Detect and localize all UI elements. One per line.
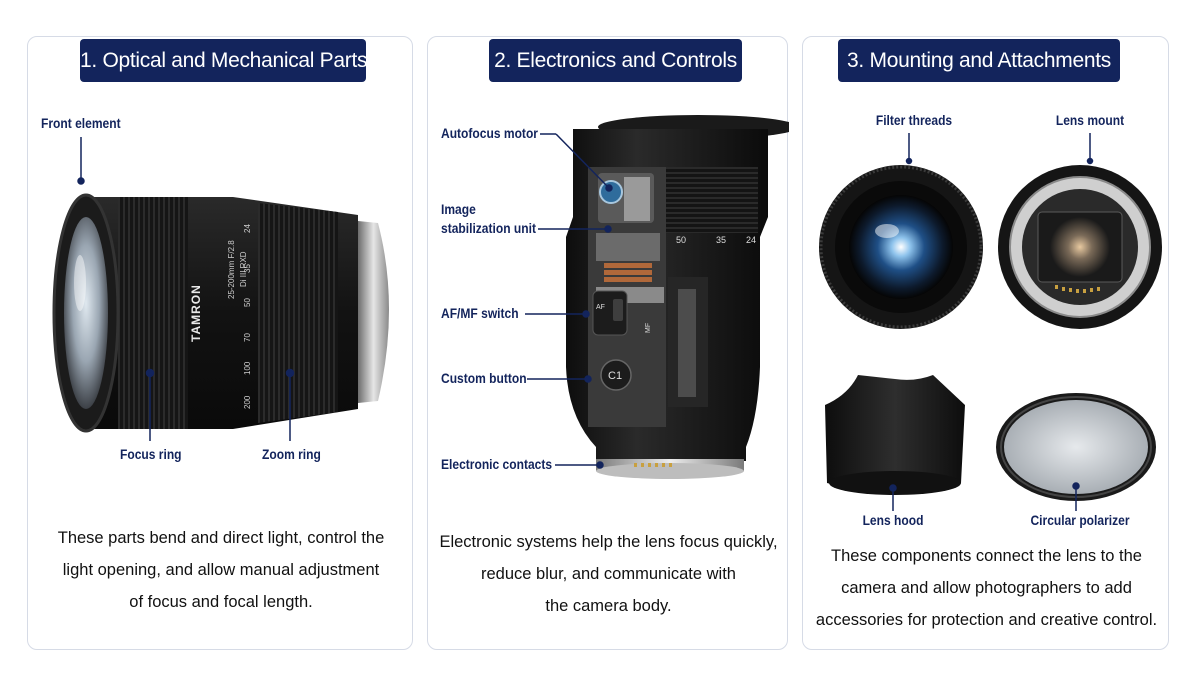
attachments-illustration	[819, 133, 1162, 511]
autofocus-motor-glass	[599, 180, 623, 204]
panel-title: 1. Optical and Mechanical Parts	[80, 39, 367, 82]
panel-description: Electronic systems help the lens focus q…	[428, 526, 789, 622]
description-line: camera and allow photographers to add	[841, 579, 1132, 597]
label-lens-mount: Lens mount	[1055, 112, 1125, 128]
panel-optical-mechanical: 1. Optical and Mechanical Parts	[27, 36, 413, 650]
description-line: These parts bend and direct light, contr…	[57, 529, 385, 547]
panel-description: These parts bend and direct light, contr…	[28, 522, 414, 618]
label-front-element: Front element	[41, 115, 121, 131]
rear-mount	[358, 221, 389, 403]
label-image-stabilization-line1: Image	[441, 201, 476, 217]
focal-scale-mark: 50	[243, 298, 252, 307]
zoom-lens-illustration: TAMRON 25-200mm F/2.8 Di III RXD 24 35 5…	[52, 137, 389, 441]
description-line: Electronic systems help the lens focus q…	[439, 533, 778, 551]
focal-scale-mark: 50	[676, 235, 686, 245]
focal-scale: 50 35 24	[676, 235, 756, 245]
description-line: accessories for protection and creative …	[815, 611, 1158, 629]
label-autofocus-motor: Autofocus motor	[441, 125, 538, 141]
description-line: These components connect the lens to the	[831, 547, 1142, 565]
description-line: of focus and focal length.	[129, 593, 313, 611]
label-zoom-ring: Zoom ring	[262, 446, 321, 462]
front-lens-filter-threads	[819, 165, 983, 329]
panel-mounting-attachments: 3. Mounting and Attachments	[802, 36, 1169, 650]
mount-contacts	[1055, 285, 1100, 293]
lens-hood	[825, 375, 965, 495]
rear-lens-mount	[998, 165, 1162, 329]
focal-scale-mark: 35	[243, 264, 252, 273]
stabilization-coils	[604, 263, 652, 282]
description-line: the camera body.	[545, 597, 672, 615]
lens-model-text: 25-200mm F/2.8	[227, 240, 236, 299]
label-circular-polarizer: Circular polarizer	[1030, 512, 1130, 528]
front-element-glass	[64, 217, 108, 409]
focal-scale-mark: 200	[243, 395, 252, 409]
focal-scale-mark: 35	[716, 235, 726, 245]
label-image-stabilization-line2: stabilization unit	[441, 220, 536, 236]
callout-lines	[525, 133, 613, 469]
focal-scale-mark: 24	[243, 224, 252, 233]
switch-af-text: AF	[596, 304, 605, 311]
description-line: reduce blur, and communicate with	[481, 565, 736, 583]
description-line: light opening, and allow manual adjustme…	[62, 561, 380, 579]
callout-lines	[889, 133, 1094, 511]
focal-scale-mark: 100	[243, 361, 252, 375]
focal-scale-mark: 24	[746, 235, 756, 245]
custom-button	[600, 359, 632, 391]
switch-mf-text: MF	[645, 323, 652, 333]
cutaway-lens-illustration: 50 35 24 AF MF C1	[525, 115, 789, 479]
label-af-mf-switch: AF/MF switch	[441, 305, 519, 321]
label-lens-hood: Lens hood	[862, 512, 924, 528]
focus-ring-grip	[118, 197, 188, 429]
zoom-ring-grip	[666, 167, 758, 233]
zoom-ring-grip	[258, 203, 338, 423]
callout-lines	[77, 137, 295, 441]
electronic-contacts	[634, 463, 672, 467]
panel-title: 3. Mounting and Attachments	[838, 39, 1120, 82]
panel-electronics-controls: 2. Electronics and Controls	[427, 36, 789, 650]
custom-button-text: C1	[608, 370, 622, 382]
focal-scale-mark: 70	[243, 333, 252, 342]
label-custom-button: Custom button	[441, 370, 527, 386]
panel-description: These components connect the lens to the…	[803, 540, 1170, 636]
focal-scale: 24 35 50 70 100 200	[243, 224, 252, 409]
lens-series-text: Di III RXD	[239, 251, 248, 287]
label-focus-ring: Focus ring	[120, 446, 182, 462]
lens-brand-text: TAMRON	[189, 284, 203, 342]
label-filter-threads: Filter threads	[875, 112, 953, 128]
circular-polarizer	[996, 393, 1156, 501]
panel-title: 2. Electronics and Controls	[489, 39, 742, 82]
label-electronic-contacts: Electronic contacts	[441, 456, 553, 472]
